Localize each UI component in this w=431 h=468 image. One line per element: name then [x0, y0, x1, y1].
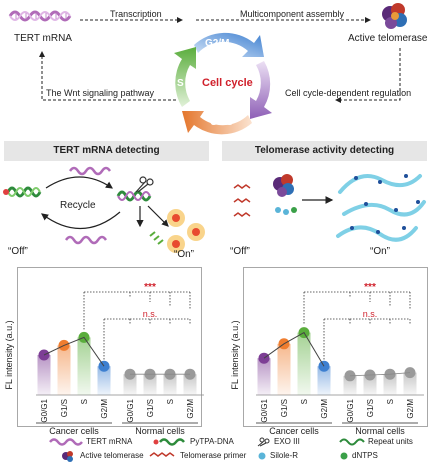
tick-label-0: G0/G1	[260, 398, 269, 422]
active-telomerase-label: Active telomerase	[348, 33, 428, 44]
telomerase-fl-chart: FL intensity (a.u.) G0/G1 G1/S S G2/M G0/G1 G1…	[230, 282, 424, 436]
left-on-label: “On”	[174, 249, 194, 260]
tert-fl-chart: FL intensity (a.u.) G0/G1 G1/S S G2/M G0/G1 G1…	[4, 282, 204, 436]
legend-icons	[49, 437, 365, 462]
significance-brackets	[303, 291, 411, 361]
recycle-label: Recycle	[60, 200, 96, 211]
bar-3	[97, 366, 111, 395]
bar-1	[57, 345, 71, 395]
phase-arc-g2m	[194, 32, 264, 57]
legend-repeat-units: Repeat units	[368, 437, 413, 446]
tick-label-2: S	[80, 399, 89, 404]
active-telomerase-icon	[382, 3, 407, 29]
significance-brackets	[83, 291, 191, 361]
transcription-label: Transcription	[110, 9, 162, 19]
ns-annotation: n.s.	[143, 309, 158, 319]
right-off-label: “Off”	[230, 246, 250, 257]
legend-telomerase-primer: Telomerase primer	[180, 451, 247, 460]
bar-2	[77, 337, 91, 395]
bar-4	[343, 375, 357, 395]
tick-label-2: S	[300, 399, 309, 404]
tick-label-1: G1/S	[280, 399, 289, 417]
bar-5	[143, 374, 157, 395]
right-on-label: “On”	[370, 246, 390, 257]
bar-7	[403, 372, 417, 395]
tick-label-0: G0/G1	[40, 398, 49, 422]
cancer-trend-line	[263, 331, 325, 367]
sig-annotation: ***	[144, 282, 156, 293]
tick-label-5: G1/S	[366, 399, 375, 417]
left-panel-header: TERT mRNA detecting	[4, 141, 209, 161]
bar-6	[163, 374, 177, 395]
tert-mrna-strand-icon	[8, 10, 72, 22]
y-axis-label: FL intensity (a.u.)	[230, 320, 240, 389]
phase-label-s: S	[177, 78, 184, 89]
multicomponent-label: Multicomponent assembly	[240, 9, 345, 19]
tert-detect-scheme	[3, 166, 205, 253]
right-chart-frame	[243, 267, 428, 427]
bar-5	[363, 375, 377, 395]
right-panel-header: Telomerase activity detecting	[222, 141, 427, 161]
cell-cycle-ring	[174, 32, 272, 135]
bar-7	[183, 374, 197, 395]
bar-6	[383, 374, 397, 395]
legend-exo-iii: EXO III	[274, 437, 300, 446]
bar-0	[37, 355, 51, 395]
tick-label-6: S	[166, 399, 175, 404]
bar-cap-3	[318, 360, 330, 372]
bar-cap-0	[258, 352, 270, 364]
group-label-0: Cancer cells	[49, 426, 99, 436]
group-label-0: Cancer cells	[269, 426, 319, 436]
ns-annotation: n.s.	[363, 309, 378, 319]
phase-arc-g0g1	[250, 61, 272, 119]
tick-label-4: G0/G1	[346, 398, 355, 422]
group-label-1: Normal cells	[135, 426, 185, 436]
top-dashed-arrows	[39, 17, 401, 103]
tick-label-7: G2/M	[186, 399, 195, 419]
tert-mrna-label: TERT mRNA	[14, 33, 72, 44]
tick-label-3: G2/M	[320, 399, 329, 419]
phase-label-g2m: G2/M	[205, 38, 230, 49]
regulation-label: Cell cycle-dependent regulation	[285, 88, 412, 98]
wnt-label: The Wnt signaling pathway	[46, 88, 155, 98]
bar-2	[297, 332, 311, 395]
tick-label-1: G1/S	[60, 399, 69, 417]
legend-tert-mrna: TERT mRNA	[86, 437, 133, 446]
left-chart-frame	[17, 267, 202, 427]
tick-label-5: G1/S	[146, 399, 155, 417]
legend-pytpa-dna: PyTPA-DNA	[190, 437, 234, 446]
phase-arc-g1s	[182, 111, 252, 135]
tick-label-7: G2/M	[406, 399, 415, 419]
legend-active-telomerase: Active telomerase	[80, 451, 144, 460]
normal-trend-line	[349, 372, 411, 377]
cell-cycle-center-label: Cell cycle	[202, 77, 253, 89]
bar-3	[317, 366, 331, 395]
phase-label-g1s: G1/S	[210, 117, 233, 128]
phase-arc-s	[174, 47, 196, 107]
cancer-trend-line	[43, 336, 105, 367]
bar-cap-3	[98, 360, 110, 372]
sig-annotation: ***	[364, 282, 376, 293]
tick-label-3: G2/M	[100, 399, 109, 419]
bar-1	[277, 343, 291, 395]
left-off-label: “Off”	[8, 246, 28, 257]
legend-dntps: dNTPS	[352, 451, 378, 460]
tick-label-4: G0/G1	[126, 398, 135, 422]
y-axis-label: FL intensity (a.u.)	[4, 320, 14, 389]
legend-silole-r: Silole-R	[270, 451, 299, 460]
tick-label-6: S	[386, 399, 395, 404]
bar-0	[257, 358, 271, 395]
group-label-1: Normal cells	[355, 426, 405, 436]
telomerase-detect-scheme	[233, 174, 426, 242]
bar-4	[123, 374, 137, 395]
